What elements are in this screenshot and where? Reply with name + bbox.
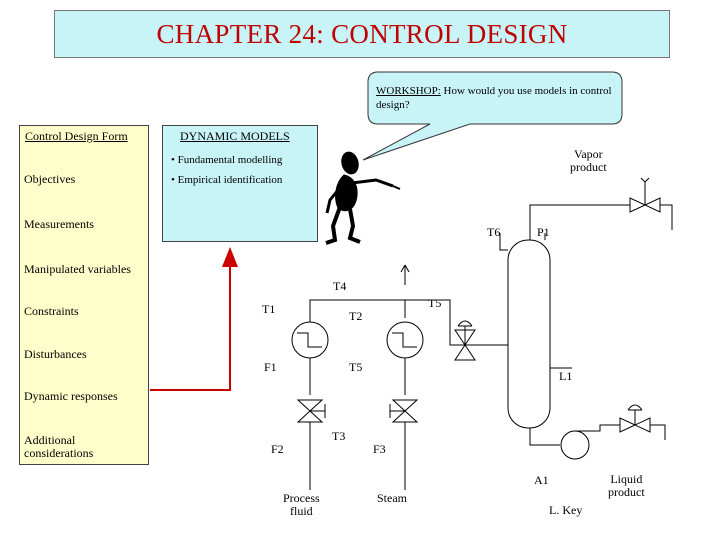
tag-f1: F1 — [264, 360, 277, 374]
process-fluid-line1: Process — [283, 491, 320, 505]
form-item-dynamic-responses: Dynamic responses — [24, 389, 118, 403]
models-bullet-empirical: • Empirical identification — [171, 174, 283, 186]
form-item-disturbances: Disturbances — [24, 347, 87, 361]
tag-f3: F3 — [373, 442, 386, 456]
presenter-figure — [325, 151, 401, 245]
form-item-considerations: considerations — [24, 446, 94, 460]
liquid-label-line2: product — [608, 485, 645, 499]
process-fluid-line2: fluid — [290, 504, 313, 518]
title-banner: CHAPTER 24: CONTROL DESIGN — [54, 10, 670, 58]
workshop-question-text: How would you use models in control desi… — [376, 85, 612, 111]
workshop-label: WORKSHOP: — [376, 85, 441, 97]
bottoms-pump — [560, 430, 590, 460]
distillation-column — [507, 239, 551, 429]
steam-valve-actuator — [389, 404, 405, 418]
tag-t3: T3 — [332, 429, 346, 443]
heat-exchanger-1 — [291, 321, 329, 359]
feedback-arrow — [150, 247, 238, 391]
feed-valve-actuator — [457, 320, 473, 345]
dynamic-models-panel: DYNAMIC MODELS • Fundamental modelling •… — [162, 125, 318, 242]
tag-t1: T1 — [262, 302, 276, 316]
steam-label: Steam — [377, 491, 407, 505]
tag-l1: L1 — [559, 369, 573, 383]
liquid-product-label: Liquid product — [608, 473, 645, 499]
vapor-label-line2: product — [570, 160, 607, 174]
form-item-manipulated-variables: Manipulated variables — [24, 262, 131, 276]
tag-a1: A1 — [534, 473, 549, 487]
tag-t6: T6 — [487, 225, 501, 239]
page-title: CHAPTER 24: CONTROL DESIGN — [156, 18, 568, 49]
bottoms-line — [529, 428, 560, 446]
steam-vent — [400, 264, 410, 273]
process-valve — [296, 399, 324, 423]
models-heading: DYNAMIC MODELS — [180, 129, 290, 143]
liquid-label-line1: Liquid — [610, 472, 643, 486]
process-valve-actuator — [310, 404, 326, 418]
vapor-line — [529, 204, 630, 240]
tag-f2: F2 — [271, 442, 284, 456]
control-design-form-panel: Control Design Form Objectives Measureme… — [19, 125, 149, 465]
process-fluid-label: Process fluid — [283, 492, 320, 518]
feed-line — [404, 299, 508, 346]
vapor-valve-actuator — [640, 177, 650, 205]
models-bullet-fundamental: • Fundamental modelling — [171, 154, 283, 166]
form-item-additional: Additional — [24, 433, 76, 447]
form-item-objectives: Objectives — [24, 172, 76, 186]
workshop-question: WORKSHOP: How would you use models in co… — [376, 84, 616, 112]
speech-bubble — [362, 71, 623, 161]
form-heading: Control Design Form — [25, 129, 128, 143]
tag-t4: T4 — [333, 279, 347, 293]
form-item-constraints: Constraints — [24, 304, 79, 318]
liquid-valve-actuator — [627, 404, 643, 425]
tag-t5-top: T5 — [428, 296, 442, 310]
heat-exchanger-2 — [386, 321, 424, 359]
tag-t5-mid: T5 — [349, 360, 363, 374]
feed-valve — [454, 329, 476, 361]
form-item-measurements: Measurements — [24, 217, 94, 231]
light-key-label: L. Key — [549, 503, 583, 517]
t6-tap — [499, 233, 508, 251]
vapor-label-line1: Vapor — [573, 147, 603, 161]
process-fluid-line — [309, 299, 405, 395]
tag-p1: P1 — [537, 225, 550, 239]
vapor-product-label: Vapor product — [570, 148, 607, 174]
steam-valve — [391, 399, 419, 423]
vapor-valve — [629, 197, 661, 213]
tag-t2: T2 — [349, 309, 363, 323]
liquid-valve — [619, 417, 651, 433]
